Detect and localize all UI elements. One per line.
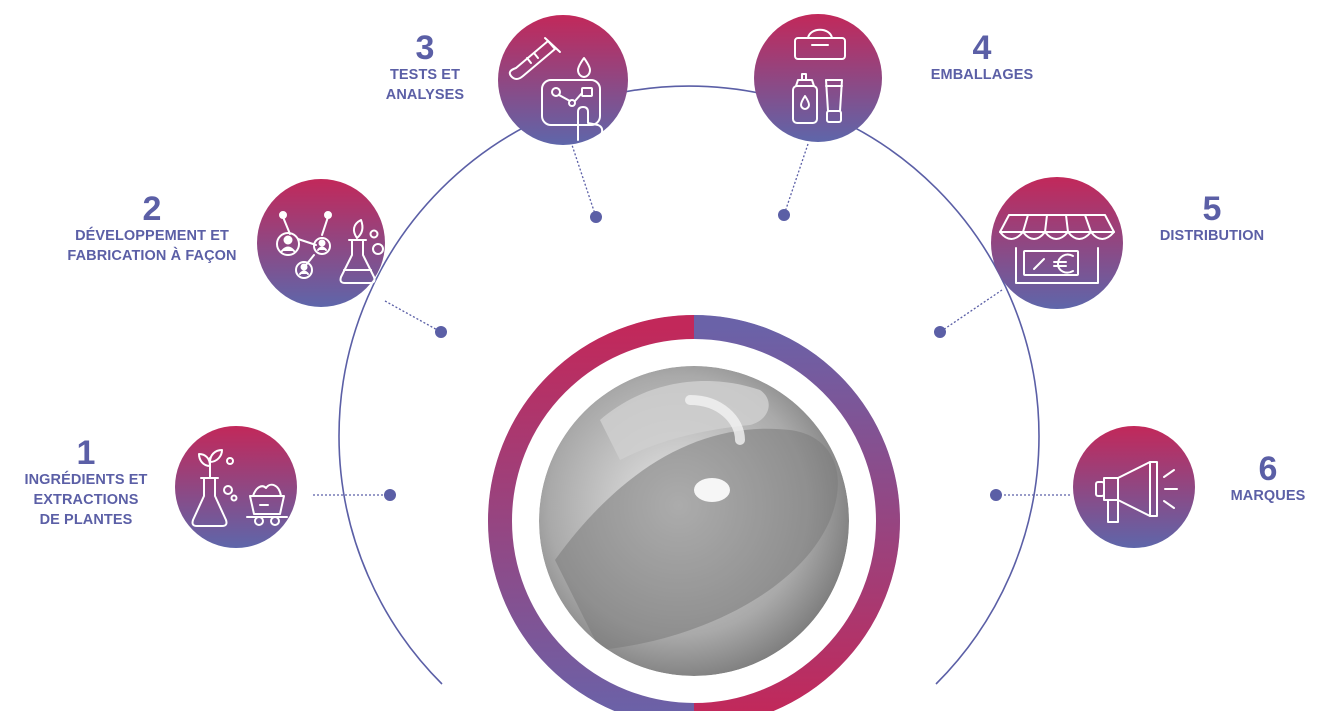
step-number: 6 bbox=[1258, 450, 1278, 488]
step-label-line: EMBALLAGES bbox=[930, 67, 1034, 83]
step-label-line: INGRÉDIENTS ET bbox=[24, 472, 148, 488]
step-label-line: DISTRIBUTION bbox=[1159, 228, 1265, 244]
center-ring bbox=[488, 315, 900, 716]
center-photo bbox=[539, 366, 849, 676]
megaphone-icon bbox=[1095, 461, 1178, 523]
step-number: 2 bbox=[142, 190, 162, 228]
step-6-text: 6 MARQUES bbox=[1218, 452, 1318, 506]
storefront-euro-icon bbox=[999, 214, 1115, 284]
plant-flask-mining-cart-icon bbox=[191, 449, 288, 527]
step-3-text: 3 TESTS ET ANALYSES bbox=[360, 31, 490, 105]
step-number: 3 bbox=[415, 29, 435, 67]
packaging-wipes-bottle-tube-icon bbox=[792, 28, 846, 124]
step-number: 1 bbox=[76, 434, 96, 472]
step-number: 4 bbox=[972, 29, 992, 67]
step-label-line: TESTS ET bbox=[389, 67, 461, 83]
step-label-line: DÉVELOPPEMENT ET bbox=[75, 228, 229, 244]
test-tube-touchscreen-icon bbox=[508, 37, 604, 147]
step-label-line: DE PLANTES bbox=[39, 512, 133, 528]
step-label-line: ANALYSES bbox=[385, 87, 465, 103]
step-label-line: EXTRACTIONS bbox=[33, 492, 139, 508]
network-people-flask-icon bbox=[276, 211, 384, 284]
connectors bbox=[313, 141, 1071, 496]
connector-dots bbox=[384, 209, 1002, 501]
step-number: 5 bbox=[1202, 190, 1222, 228]
step-5-text: 5 DISTRIBUTION bbox=[1137, 192, 1287, 246]
step-label-line: FABRICATION À FAÇON bbox=[67, 248, 237, 264]
step-2-text: 2 DÉVELOPPEMENT ET FABRICATION À FAÇON bbox=[52, 192, 252, 266]
step-1-text: 1 INGRÉDIENTS ET EXTRACTIONS DE PLANTES bbox=[0, 436, 172, 530]
step-label-line: MARQUES bbox=[1230, 488, 1306, 504]
main-arc bbox=[338, 85, 1040, 685]
step-4-text: 4 EMBALLAGES bbox=[912, 31, 1052, 85]
